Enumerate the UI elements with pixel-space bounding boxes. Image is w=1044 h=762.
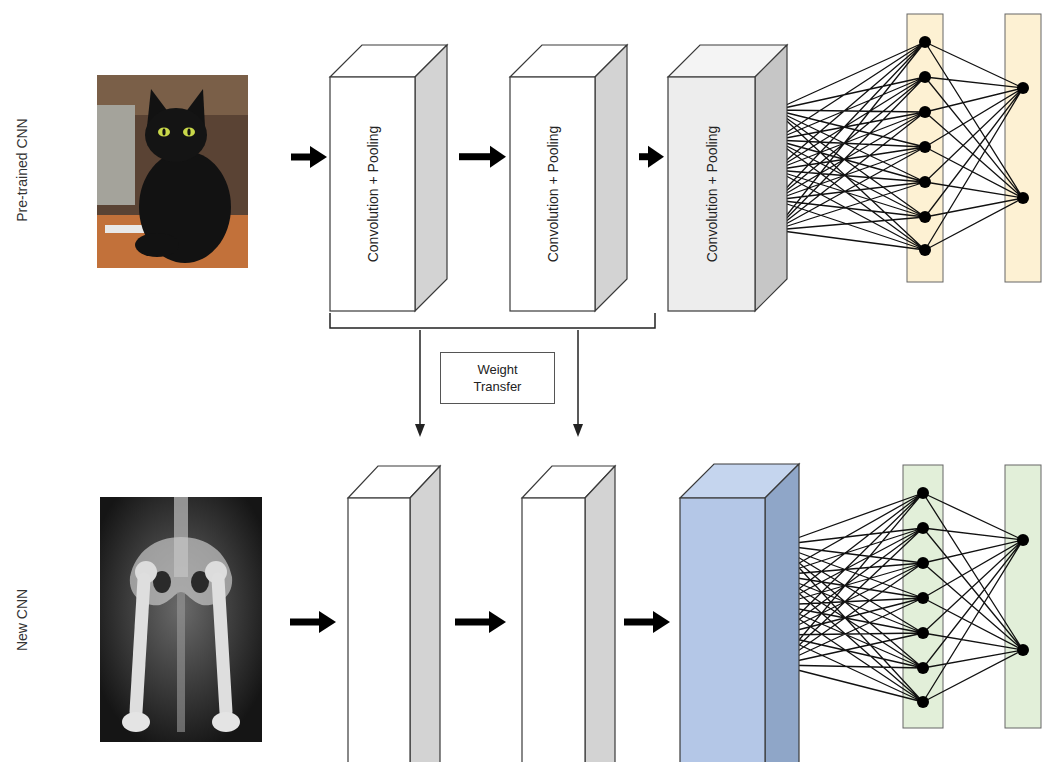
bracket bbox=[330, 313, 655, 328]
neuron-dots bbox=[919, 36, 1029, 256]
flow-arrow bbox=[459, 146, 506, 168]
conv-pool-layer: Convolution + Pooling bbox=[330, 45, 447, 311]
layer-label: Convolution + Pooling bbox=[544, 126, 562, 263]
layer-label: Convolution + Pooling bbox=[703, 126, 721, 263]
flow-arrow-head bbox=[489, 611, 506, 633]
xray-photo bbox=[100, 497, 262, 742]
neuron bbox=[917, 662, 929, 674]
neuron bbox=[1017, 644, 1029, 656]
neuron bbox=[917, 627, 929, 639]
layer-label-group: Convolution + Pooling bbox=[703, 126, 721, 263]
neuron bbox=[917, 487, 929, 499]
flow-arrow-shaft bbox=[455, 619, 490, 626]
neuron bbox=[917, 522, 929, 534]
output-layer-band bbox=[1005, 465, 1041, 728]
layer-front-face bbox=[510, 77, 595, 311]
neuron bbox=[919, 71, 931, 83]
neuron bbox=[919, 36, 931, 48]
layer-side-face bbox=[755, 45, 787, 311]
neuron bbox=[1017, 192, 1029, 204]
layer-label-group: Convolution + Pooling bbox=[544, 126, 562, 263]
transfer-arrow bbox=[577, 330, 579, 425]
layer-label: Convolution + Pooling bbox=[364, 126, 382, 263]
neuron bbox=[917, 557, 929, 569]
neuron bbox=[1017, 534, 1029, 546]
weight-transfer-box: Weight Transfer bbox=[440, 352, 555, 404]
cat-pupil bbox=[187, 129, 190, 136]
layer-shape bbox=[668, 45, 787, 311]
transfer-arrow-head bbox=[573, 424, 583, 437]
xray-tail bbox=[177, 592, 185, 732]
flow-arrow-shaft bbox=[291, 154, 312, 161]
transfer-arrow bbox=[419, 330, 421, 425]
layer-front-face bbox=[348, 498, 410, 762]
neuron bbox=[1017, 82, 1029, 94]
layer-front-face bbox=[668, 77, 755, 311]
neuron bbox=[919, 176, 931, 188]
layer-shape bbox=[510, 45, 627, 311]
flow-arrow bbox=[639, 146, 664, 168]
layer-side-face bbox=[410, 466, 440, 762]
cat-head bbox=[145, 108, 207, 162]
layer-side-face bbox=[765, 464, 799, 762]
neuron bbox=[919, 106, 931, 118]
row-label: Pre-trained CNN bbox=[14, 118, 30, 221]
flow-arrow-head bbox=[648, 146, 664, 168]
layer-shape bbox=[330, 45, 447, 311]
row-label: New CNN bbox=[14, 589, 30, 651]
cat-eye bbox=[158, 128, 170, 137]
photo-window bbox=[97, 105, 135, 205]
output-layer-band bbox=[1005, 14, 1041, 282]
layer-front-face bbox=[522, 498, 585, 762]
neuron-dots bbox=[917, 487, 1029, 708]
layer-side-face bbox=[415, 45, 447, 311]
new-cnn-layer bbox=[348, 466, 440, 762]
flow-arrow-shaft bbox=[290, 619, 320, 626]
neuron bbox=[919, 244, 931, 256]
xray-background bbox=[100, 497, 262, 742]
flow-arrow-head bbox=[310, 146, 327, 168]
cat-pupil bbox=[162, 129, 165, 136]
layer-front-face bbox=[680, 498, 765, 762]
flow-arrow-shaft bbox=[624, 619, 654, 626]
network-connections bbox=[778, 493, 1023, 702]
layer-front-face bbox=[330, 77, 415, 311]
box-label: Weight Transfer bbox=[461, 361, 534, 395]
xray-femur bbox=[136, 579, 144, 712]
conv-pool-layer: Convolution + Pooling bbox=[668, 45, 787, 311]
flow-arrow-head bbox=[319, 611, 336, 633]
xray-knee bbox=[212, 712, 240, 732]
neuron bbox=[917, 592, 929, 604]
new-cnn-layer bbox=[522, 466, 615, 762]
network-connections bbox=[775, 42, 1023, 250]
cat-eye bbox=[183, 128, 195, 137]
transfer-arrow-head bbox=[415, 424, 425, 437]
xray-femur bbox=[218, 579, 226, 712]
cat-paw bbox=[135, 233, 179, 257]
neuron bbox=[919, 141, 931, 153]
photo-background bbox=[97, 75, 248, 268]
xray-knee bbox=[122, 712, 150, 732]
conv-pool-layer: Convolution + Pooling bbox=[510, 45, 627, 311]
layer-side-face bbox=[595, 45, 627, 311]
layer-label-group: Convolution + Pooling bbox=[364, 126, 382, 263]
flow-arrow-head bbox=[490, 146, 506, 168]
layer-side-face bbox=[585, 466, 615, 762]
flow-arrow-head bbox=[653, 611, 670, 633]
flow-arrow-shaft bbox=[459, 153, 491, 160]
new-cnn-layer bbox=[680, 464, 799, 762]
neuron bbox=[919, 211, 931, 223]
hidden-layer-band bbox=[907, 14, 943, 282]
neuron bbox=[917, 696, 929, 708]
cat-photo bbox=[97, 75, 248, 268]
flow-arrow-shaft bbox=[639, 153, 649, 160]
